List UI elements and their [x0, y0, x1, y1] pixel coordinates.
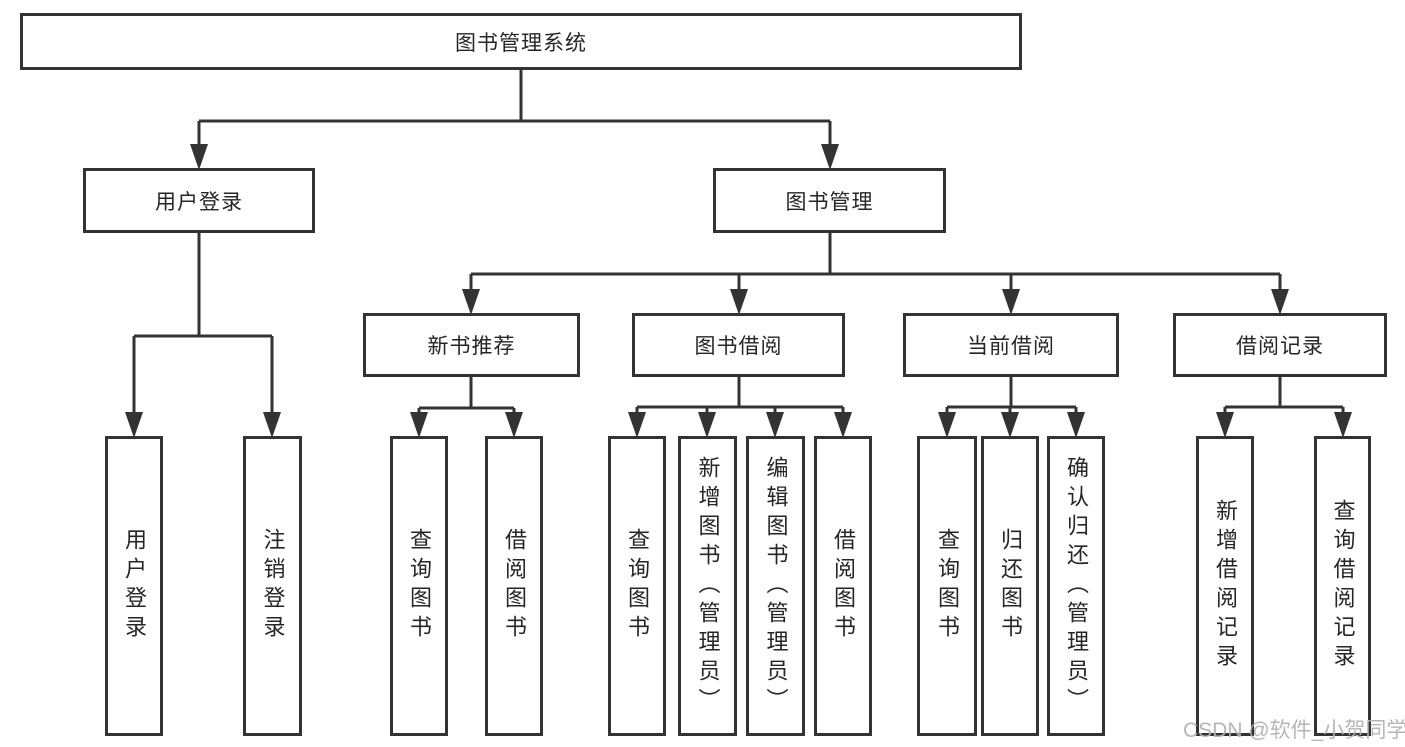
node-logout-leaf: 注销登录 [243, 436, 302, 736]
node-current-borrowing: 当前借阅 [903, 313, 1119, 377]
connector-current-borrow-children [938, 377, 1085, 438]
node-borrow-books-recommend-label: 借阅图书 [502, 528, 527, 644]
node-new-book-recommendation-label: 新书推荐 [427, 335, 516, 358]
arrow-down-icon [505, 412, 523, 438]
node-query-books-borrow: 查询图书 [608, 436, 666, 736]
arrow-down-icon [1271, 289, 1289, 315]
node-confirm-return-admin-label: 确认归还（管理员） [1064, 455, 1089, 717]
node-borrow-records: 借阅记录 [1173, 313, 1387, 377]
node-current-borrowing-label: 当前借阅 [967, 335, 1055, 358]
node-book-management-label: 图书管理 [785, 190, 874, 214]
node-borrow-records-label: 借阅记录 [1236, 335, 1324, 358]
node-library-system-label: 图书管理系统 [455, 31, 587, 55]
node-query-borrow-record-label: 查询借阅记录 [1330, 499, 1356, 673]
node-borrow-books-leaf: 借阅图书 [814, 436, 872, 736]
arrow-down-icon [190, 144, 208, 170]
node-user-login: 用户登录 [83, 168, 315, 233]
connector-root-to-level2 [190, 70, 839, 170]
connector-book-management-sections [462, 233, 1289, 315]
arrow-down-icon [766, 412, 784, 438]
node-borrow-books-recommend: 借阅图书 [485, 436, 543, 736]
node-query-books-recommend: 查询图书 [390, 436, 448, 736]
arrow-down-icon [1001, 412, 1019, 438]
node-add-borrow-record-label: 新增借阅记录 [1213, 499, 1238, 673]
arrow-down-icon [698, 412, 716, 438]
node-add-borrow-record: 新增借阅记录 [1196, 436, 1254, 736]
arrow-down-icon [1002, 289, 1020, 315]
node-book-borrowing-label: 图书借阅 [694, 335, 783, 358]
arrow-down-icon [1216, 412, 1234, 438]
node-query-books-current-label: 查询图书 [935, 528, 960, 644]
node-borrow-books-leaf-label: 借阅图书 [831, 528, 856, 644]
node-query-books-recommend-label: 查询图书 [407, 528, 432, 644]
arrow-down-icon [730, 289, 748, 315]
connector-new-book-children [410, 377, 523, 438]
node-new-book-recommendation: 新书推荐 [363, 313, 580, 377]
node-edit-book-admin: 编辑图书（管理员） [746, 436, 805, 736]
node-book-management: 图书管理 [713, 168, 946, 233]
arrow-down-icon [1067, 412, 1085, 438]
node-library-system: 图书管理系统 [20, 13, 1022, 70]
arrow-down-icon [410, 412, 428, 438]
arrow-down-icon [834, 412, 852, 438]
arrow-down-icon [628, 412, 646, 438]
arrow-down-icon [821, 144, 839, 170]
node-add-book-admin: 新增图书（管理员） [678, 436, 737, 736]
node-user-login-leaf: 用户登录 [105, 436, 163, 736]
node-return-books: 归还图书 [981, 436, 1039, 736]
arrow-down-icon [1334, 412, 1352, 438]
connector-book-borrow-children [628, 377, 852, 438]
arrow-down-icon [462, 289, 480, 315]
connector-user-login-children [125, 233, 281, 438]
arrow-down-icon [263, 412, 281, 438]
node-user-login-label: 用户登录 [155, 190, 243, 214]
arrow-down-icon [125, 412, 143, 438]
node-user-login-leaf-label: 用户登录 [122, 528, 147, 644]
node-query-borrow-record: 查询借阅记录 [1314, 436, 1371, 736]
arrow-down-icon [938, 412, 956, 438]
node-query-books-current: 查询图书 [917, 436, 977, 736]
node-query-books-borrow-label: 查询图书 [625, 528, 650, 644]
node-book-borrowing: 图书借阅 [632, 313, 845, 377]
node-return-books-label: 归还图书 [998, 528, 1023, 644]
node-confirm-return-admin: 确认归还（管理员） [1047, 436, 1105, 736]
node-add-book-admin-label: 新增图书（管理员） [695, 455, 721, 717]
node-edit-book-admin-label: 编辑图书（管理员） [763, 455, 789, 717]
connector-borrow-records-children [1216, 377, 1352, 438]
node-logout-leaf-label: 注销登录 [260, 528, 286, 644]
watermark: CSDN @软件_小贺同学 [1183, 719, 1405, 742]
